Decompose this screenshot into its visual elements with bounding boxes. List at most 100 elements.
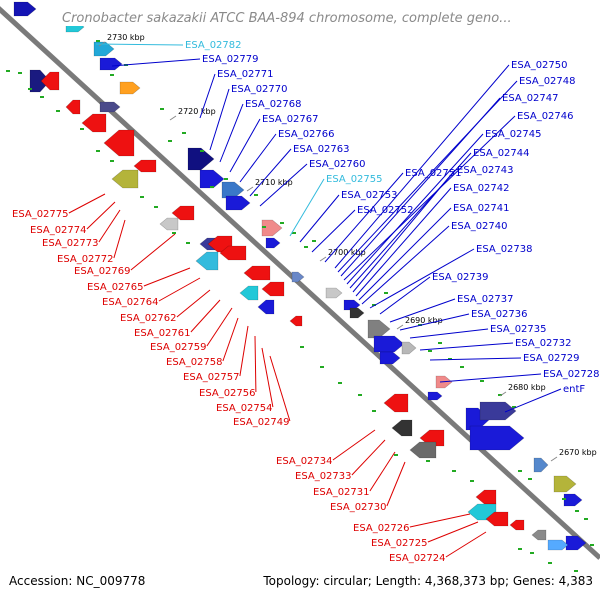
leader-reverse-9 <box>190 299 221 333</box>
tick-mark-2 <box>169 115 177 121</box>
leader-reverse-2 <box>86 201 116 230</box>
gene-arrow-38 <box>133 159 157 173</box>
track-dash-29 <box>575 510 579 512</box>
reverse-gene-label: ESA_02756 <box>199 388 256 399</box>
reverse-gene-label: ESA_02749 <box>233 417 290 428</box>
leader-reverse-5 <box>130 233 176 271</box>
track-dash-36 <box>28 88 32 90</box>
leader-forward-9 <box>259 163 308 207</box>
leader-forward-10 <box>289 178 325 237</box>
tick-label-6: 2680 kbp <box>508 383 546 392</box>
track-dash-9 <box>224 178 228 180</box>
tick-label-1: 2730 kbp <box>107 33 145 42</box>
leader-forward-18 <box>346 133 484 285</box>
leader-forward-5 <box>219 103 244 163</box>
forward-gene-label: ESA_02779 <box>202 54 259 65</box>
leader-reverse-21 <box>427 521 479 543</box>
title-backdrop <box>50 4 560 26</box>
track-dash-54 <box>470 480 474 482</box>
forward-gene-label: ESA_02729 <box>523 353 580 364</box>
track-dash-10 <box>254 194 258 196</box>
reverse-gene-label: ESA_02731 <box>313 487 370 498</box>
reverse-gene-label: ESA_02769 <box>74 266 131 277</box>
forward-gene-label: ESA_02755 <box>326 174 383 185</box>
gene-arrow-18 <box>373 335 405 353</box>
gene-arrow-20 <box>401 341 417 355</box>
leader-reverse-12 <box>239 325 249 377</box>
leader-forward-3 <box>199 73 216 119</box>
leader-forward-31 <box>439 373 542 383</box>
gene-arrow-29 <box>565 535 587 551</box>
tick-label-7: 2670 kbp <box>559 448 597 457</box>
track-dash-28 <box>562 498 566 500</box>
reverse-gene-label: ESA_02754 <box>216 403 273 414</box>
forward-gene-label: ESA_02746 <box>517 111 574 122</box>
reverse-gene-label: ESA_02724 <box>389 553 446 564</box>
track-dash-32 <box>548 562 552 564</box>
track-dash-56 <box>530 552 534 554</box>
leader-forward-14 <box>334 64 510 269</box>
track-dash-31 <box>590 544 594 546</box>
leader-forward-21 <box>355 187 452 297</box>
track-dash-47 <box>320 366 324 368</box>
gene-arrow-34 <box>65 99 81 115</box>
track-dash-37 <box>40 96 44 98</box>
forward-gene-label: ESA_02740 <box>451 221 508 232</box>
track-dash-13 <box>292 232 296 234</box>
gene-arrow-45 <box>243 265 271 281</box>
reverse-gene-label: ESA_02772 <box>57 254 114 265</box>
forward-gene-label: ESA_02743 <box>457 165 514 176</box>
forward-gene-label: ESA_02741 <box>453 203 510 214</box>
track-dash-44 <box>172 232 176 234</box>
gene-arrow-13 <box>291 271 305 283</box>
reverse-gene-label: ESA_02765 <box>87 282 144 293</box>
tick-label-5: 2690 kbp <box>405 316 443 325</box>
track-dash-52 <box>426 460 430 462</box>
tick-mark-5 <box>396 324 404 330</box>
gene-arrow-33 <box>40 71 60 91</box>
leader-forward-16 <box>340 97 501 277</box>
gene-arrow-54 <box>475 489 497 505</box>
track-dash-41 <box>110 160 114 162</box>
forward-gene-label: ESA_02752 <box>357 205 414 216</box>
gene-arrow-49 <box>289 315 303 327</box>
track-dash-39 <box>80 128 84 130</box>
gene-arrow-14 <box>325 287 343 299</box>
reverse-gene-label: ESA_02764 <box>102 297 159 308</box>
leader-reverse-19 <box>386 461 406 507</box>
track-dash-45 <box>186 242 190 244</box>
reverse-gene-label: ESA_02734 <box>276 456 333 467</box>
track-dash-48 <box>338 382 342 384</box>
gene-arrow-8 <box>199 169 225 189</box>
track-dash-49 <box>358 394 362 396</box>
gene-arrow-55 <box>467 503 497 521</box>
gene-arrow-39 <box>159 217 179 231</box>
forward-gene-label: ESA_02739 <box>432 272 489 283</box>
track-dash-23 <box>480 380 484 382</box>
leader-forward-30 <box>429 357 522 361</box>
forward-gene-label: ESA_02771 <box>217 69 274 80</box>
gene-features <box>0 1 600 572</box>
leader-forward-12 <box>311 209 356 253</box>
leader-reverse-20 <box>409 513 471 528</box>
track-dash-35 <box>18 72 22 74</box>
gene-arrow-56 <box>485 511 509 527</box>
forward-gene-label: ESA_02737 <box>457 294 514 305</box>
leader-forward-6 <box>229 118 261 173</box>
track-dash-12 <box>280 222 284 224</box>
leader-reverse-10 <box>206 307 233 347</box>
leader-reverse-14 <box>261 347 274 408</box>
gene-arrow-40 <box>171 205 195 221</box>
leader-reverse-3 <box>98 209 121 243</box>
track-dash-4 <box>160 108 164 110</box>
leader-reverse-8 <box>176 289 211 318</box>
gene-arrow-35 <box>81 113 107 133</box>
leader-reverse-15 <box>269 355 291 422</box>
gene-arrow-43 <box>195 251 219 271</box>
gene-arrow-27 <box>553 475 577 493</box>
leader-forward-1 <box>95 43 184 46</box>
tick-label-4: 2700 kbp <box>328 248 366 257</box>
reverse-gene-label: ESA_02762 <box>120 313 177 324</box>
track-dash-1 <box>96 40 100 42</box>
